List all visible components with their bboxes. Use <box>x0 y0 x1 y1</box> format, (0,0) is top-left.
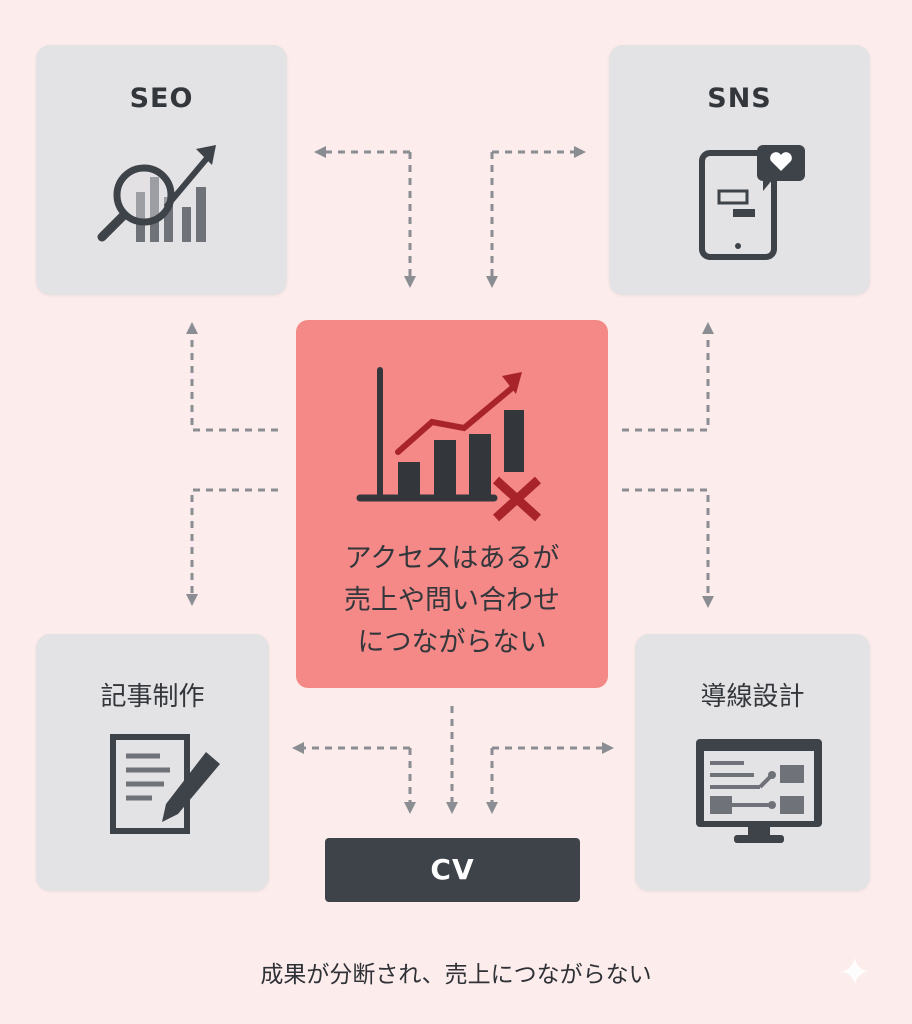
arrow-left-down <box>186 488 278 606</box>
document-pencil-icon <box>110 734 220 834</box>
chart-failure-icon <box>356 367 542 522</box>
problem-line-1: アクセスはあるが <box>344 543 560 574</box>
seo-title: SEO <box>129 83 194 114</box>
article-title: 記事制作 <box>100 682 205 712</box>
problem-text: アクセスはあるが 売上や問い合わせ につながらない <box>296 538 608 664</box>
sns-box: SNS <box>609 45 870 295</box>
article-box: 記事制作 <box>36 634 269 891</box>
caption: 成果が分断され、売上につながらない <box>260 962 652 988</box>
monitor-flow-icon <box>696 739 822 843</box>
funnel-title: 導線設計 <box>700 682 805 712</box>
problem-line-2: 売上や問い合わせ <box>344 585 560 616</box>
problem-line-3: につながらない <box>357 627 547 658</box>
sparkle-icon: ✦ <box>838 950 872 996</box>
arrow-right-down <box>622 488 714 608</box>
arrow-left-up <box>186 322 278 432</box>
problem-box: アクセスはあるが 売上や問い合わせ につながらない <box>296 320 608 688</box>
sns-title: SNS <box>707 83 772 114</box>
cv-box: CV <box>325 838 580 902</box>
magnifier-chart-icon <box>97 145 216 242</box>
funnel-box: 導線設計 <box>635 634 870 891</box>
seo-box: SEO <box>36 45 287 295</box>
arrow-right-up <box>622 322 714 432</box>
smartphone-chat-icon <box>699 145 805 260</box>
